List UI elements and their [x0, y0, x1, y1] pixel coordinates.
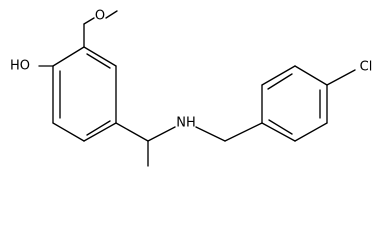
ring-bond — [261, 65, 296, 86]
skeletal-formula: O HO NH Cl — [10, 9, 373, 167]
methoxy-methyl-bond — [105, 10, 118, 19]
aromatic-inner-bond — [86, 53, 111, 69]
aromatic-inner-bond — [267, 73, 293, 90]
ring-bond — [52, 46, 85, 67]
methoxy-bond — [83, 17, 95, 25]
chlorine-label: Cl — [360, 60, 373, 75]
amine-label: NH — [176, 116, 196, 131]
ring-bond — [83, 46, 117, 67]
aromatic-inner-bond — [268, 119, 293, 135]
chlorobenzene-ring — [261, 65, 328, 142]
phenol-ring — [52, 46, 117, 142]
aromatic-inner-bond — [86, 120, 111, 136]
ring-bond — [52, 122, 85, 142]
amine-bond — [147, 126, 176, 142]
linker-bond — [115, 122, 149, 142]
hydroxyl-label: HO — [10, 59, 30, 74]
ring-bond — [294, 122, 328, 142]
amine-bond — [195, 126, 226, 142]
benzyl-bond — [224, 122, 263, 142]
chloro-bond — [326, 69, 356, 86]
ring-bond — [261, 122, 296, 142]
ring-bond — [83, 122, 117, 142]
ring-bond — [294, 65, 328, 86]
chemical-structure-canvas: O HO NH Cl — [9, 8, 373, 167]
oxygen-label: O — [95, 9, 105, 24]
